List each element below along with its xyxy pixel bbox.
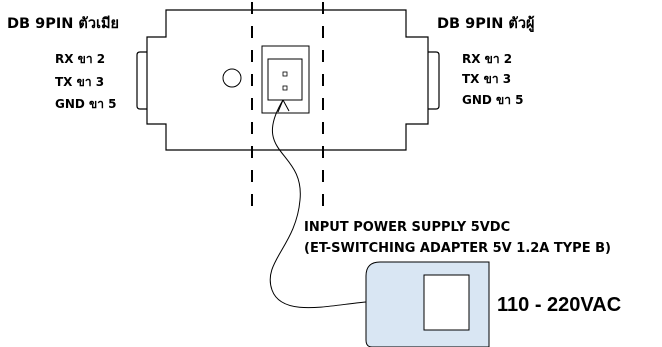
male-connector-flange xyxy=(428,51,440,110)
jack-pin-bottom xyxy=(282,85,288,91)
female-pin-rx: RX ขา 2 xyxy=(55,52,106,66)
power-cable xyxy=(269,99,367,309)
jack-pin-top xyxy=(282,71,288,77)
male-pin-gnd: GND ขา 5 xyxy=(462,93,524,107)
male-pin-tx: TX ขา 3 xyxy=(462,72,512,86)
wall-adapter-plug xyxy=(423,274,470,331)
power-jack-inner xyxy=(267,58,303,101)
male-connector-title: DB 9PIN ตัวผู้ xyxy=(437,16,535,32)
female-connector-title: DB 9PIN ตัวเมีย xyxy=(7,16,119,32)
female-pin-tx: TX ขา 3 xyxy=(55,75,105,89)
power-supply-label-line1: INPUT POWER SUPPLY 5VDC xyxy=(304,220,511,235)
mains-voltage-label: 110 - 220VAC xyxy=(497,294,622,316)
male-pin-rx: RX ขา 2 xyxy=(462,52,513,66)
led-indicator xyxy=(222,68,242,88)
female-pin-gnd: GND ขา 5 xyxy=(55,97,117,111)
power-supply-label-line2: (ET-SWITCHING ADAPTER 5V 1.2A TYPE B) xyxy=(304,241,611,256)
female-connector-flange xyxy=(136,51,147,110)
